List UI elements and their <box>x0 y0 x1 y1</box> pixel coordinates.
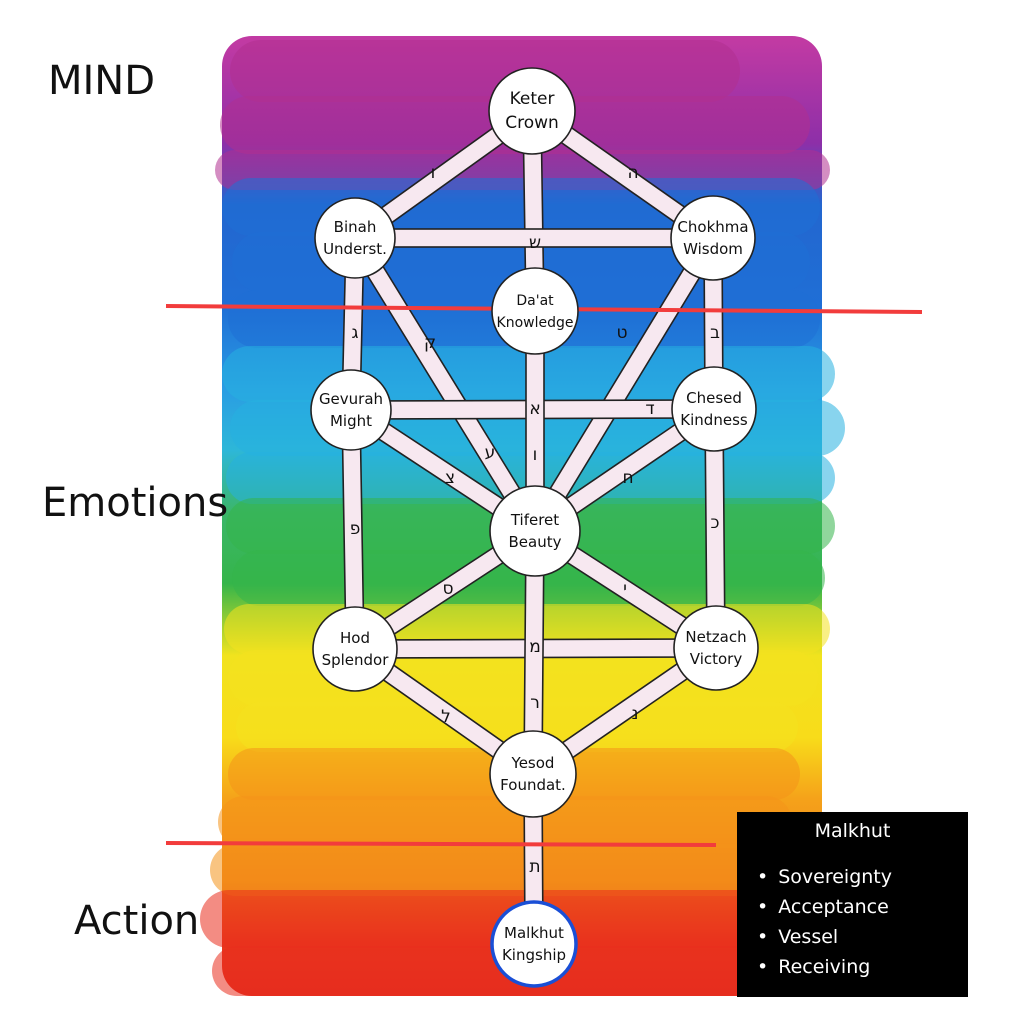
watercolor-stroke <box>236 702 798 752</box>
node-label-line1: Chesed <box>686 389 742 407</box>
path-letter-tiferet-yesod: ר <box>530 693 540 713</box>
section-label-mind: MIND <box>48 58 156 104</box>
path-letter-chesed-netzach: כ <box>711 513 720 533</box>
node-circle <box>312 606 398 692</box>
path-letter-tiferet-hod: ס <box>442 579 453 599</box>
node-label-line1: Tiferet <box>510 511 559 529</box>
node-circle <box>491 267 579 355</box>
node-label-line2: Victory <box>690 650 743 668</box>
section-label-emotions: Emotions <box>42 480 229 526</box>
node-label-line1: Malkhut <box>504 924 564 942</box>
node-label-line2: Crown <box>505 113 559 133</box>
node-label-line1: Netzach <box>685 628 746 646</box>
path-letter-binah-chokhma: ש <box>529 233 541 253</box>
node-label-line2: Knowledge <box>497 315 574 331</box>
path-letter-chesed-tiferet: ח <box>622 468 633 488</box>
info-box-title: Malkhut <box>814 820 891 842</box>
node-label-line2: Foundat. <box>500 776 566 794</box>
node-circle <box>671 366 757 452</box>
watercolor-stroke <box>230 40 740 102</box>
node-label-line1: Gevurah <box>319 390 383 408</box>
path-letter-gevurah-tiferet-b: ע <box>485 443 496 463</box>
node-circle <box>489 485 581 577</box>
path-letter-gevurah-chesed: א <box>529 399 540 419</box>
node-label-line2: Wisdom <box>683 240 743 258</box>
node-circle <box>489 730 577 818</box>
path-letter-keter-binah: ו <box>431 163 436 183</box>
path-letter-binah-tiferet: ק <box>424 333 436 353</box>
path-letter-hod-netzach: מ <box>529 637 541 657</box>
node-label-line2: Splendor <box>322 651 390 669</box>
watercolor-stroke <box>200 890 770 948</box>
node-label-line2: Underst. <box>323 240 387 258</box>
node-label-line2: Kindness <box>680 411 748 429</box>
path-letter-binah-gevurah: ג <box>351 323 358 343</box>
path-letter-yesod-malkhut: ת <box>529 857 540 877</box>
node-circle <box>314 197 396 279</box>
node-label-line2: Kingship <box>502 946 566 964</box>
node-label-line1: Chokhma <box>677 218 748 236</box>
path-letter-gevurah-hod: פ <box>350 519 361 539</box>
path-letter-hod-yesod: ל <box>441 707 451 727</box>
watercolor-stroke <box>218 796 792 848</box>
divider-emotions-action <box>165 841 717 847</box>
watercolor-stroke <box>210 844 778 896</box>
malkhut-info-box: Malkhut Sovereignty Acceptance Vessel Re… <box>737 812 968 997</box>
path-letter-chesed-side: ד <box>645 399 654 419</box>
info-item-vessel: Vessel <box>757 922 892 952</box>
node-label-line1: Hod <box>340 629 370 647</box>
path-letter-tiferet-netzach: י <box>623 579 627 599</box>
path-letter-gevurah-tiferet: צ <box>445 468 455 488</box>
path-letter-daat-tiferet: ו <box>533 445 538 465</box>
section-label-action: Action <box>74 898 200 944</box>
node-circle <box>310 369 392 451</box>
node-label-line2: Might <box>330 412 372 430</box>
path-letter-keter-chokhma: ה <box>627 163 638 183</box>
info-item-receiving: Receiving <box>757 952 892 982</box>
node-label-line1: Keter <box>510 89 555 109</box>
node-circle <box>488 67 576 155</box>
info-item-sovereignty: Sovereignty <box>757 862 892 892</box>
node-circle <box>670 195 756 281</box>
node-circle <box>490 900 578 988</box>
path-letter-chokhma-chesed: ב <box>710 323 720 343</box>
node-label-line1: Da'at <box>516 293 554 309</box>
node-label-line1: Binah <box>334 218 377 236</box>
info-item-acceptance: Acceptance <box>757 892 892 922</box>
path-letter-chokhma-tiferet: ט <box>616 323 627 343</box>
path-letter-netzach-yesod: נ <box>632 704 639 724</box>
info-box-list: Sovereignty Acceptance Vessel Receiving <box>757 862 892 982</box>
node-circle <box>673 605 759 691</box>
node-label-line2: Beauty <box>509 533 562 551</box>
watercolor-stroke <box>212 946 760 996</box>
node-label-line1: Yesod <box>511 754 555 772</box>
